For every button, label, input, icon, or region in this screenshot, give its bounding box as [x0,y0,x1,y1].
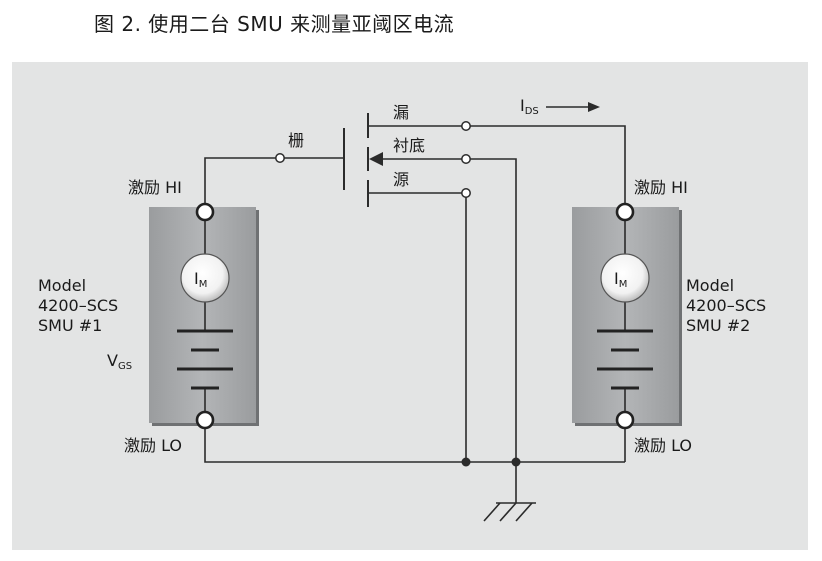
smu1-hi-terminal [195,202,215,222]
ground-symbol [483,502,536,522]
smu2-hi-label: 激励 HI [634,178,688,197]
smu1-hi-wire [204,157,280,212]
smu1-lo-label: 激励 LO [124,436,182,455]
source-terminal [461,188,471,198]
junction-dot [461,457,471,467]
smu1-hi-label: 激励 HI [128,178,182,197]
smu2-lo-terminal [615,410,635,430]
substrate-wire [466,158,517,462]
drain-terminal [461,121,471,131]
lo-bus [204,426,625,463]
smu2-battery-icon [597,329,653,390]
smu1-meter-label: IM [194,269,207,290]
junction-dot [511,457,521,467]
smu1-ammeter [180,253,230,303]
source-label: 源 [393,170,409,189]
smu1-model-line3: SMU #1 [38,316,102,335]
figure-caption: 图 2. 使用二台 SMU 来测量亚阈区电流 [94,12,455,36]
smu2-ammeter [600,253,650,303]
drain-label: 漏 [393,103,409,122]
smu2-lo-label: 激励 LO [634,436,692,455]
smu1-model-line1: Model [38,276,86,295]
smu2-model-line2: 4200–SCS [686,296,766,315]
smu1-model-line2: 4200–SCS [38,296,118,315]
smu2-model-line1: Model [686,276,734,295]
smu2-box [572,207,682,426]
ids-label: IDS [520,96,539,117]
smu1-lo-terminal [195,410,215,430]
substrate-arrow [369,152,383,166]
gate-label: 栅 [288,131,304,150]
substrate-terminal [461,154,471,164]
smu1-battery-icon [177,329,233,390]
substrate-label: 衬底 [393,136,425,155]
drain-wire [466,125,626,204]
wires [204,113,626,503]
vgs-label: VGS [107,351,132,372]
smu1-box [149,207,259,426]
smu2-hi-terminal [615,202,635,222]
smu2-meter-label: IM [614,269,627,290]
ids-arrow-icon [546,102,600,112]
gate-terminal [275,153,285,163]
smu2-model-line3: SMU #2 [686,316,750,335]
